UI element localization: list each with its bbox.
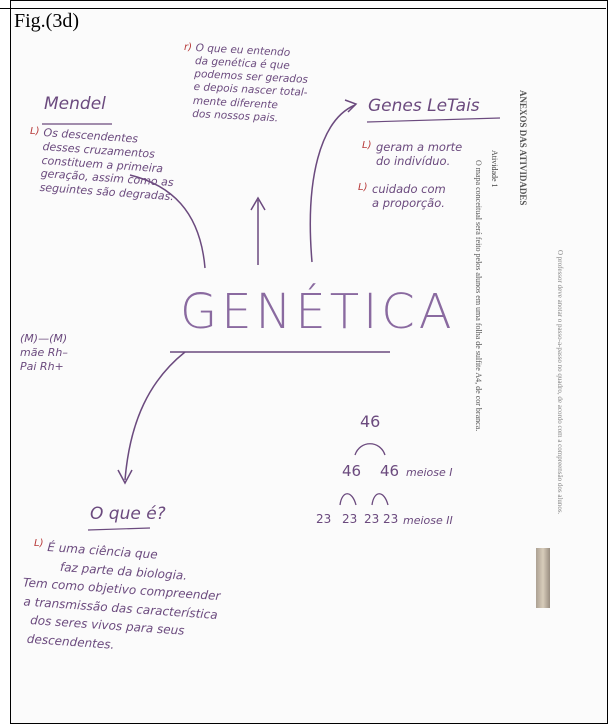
meiosis-branch-left <box>340 494 356 505</box>
top-note-marker: r) <box>184 42 192 55</box>
meiosis-label-2: meiose II <box>403 514 453 528</box>
meiosis-mid-left: 46 <box>342 462 361 481</box>
genes-underline <box>367 118 500 122</box>
genes-line: geram a morte <box>376 140 462 154</box>
center-title: GENÉTICA <box>180 282 456 342</box>
line-to-genes <box>310 105 355 262</box>
genes-line: a proporção. <box>372 196 446 210</box>
meiosis-branch-right <box>372 494 388 505</box>
mendel-marker: L) <box>30 126 39 139</box>
genes-title: Genes LeTais <box>368 96 480 117</box>
oque-title: O que é? <box>90 504 166 525</box>
left-small-notes: (M)—(M) mãe Rh– Pai Rh+ <box>20 332 68 373</box>
meiosis-bottom-4: 23 <box>383 512 398 527</box>
meiosis-mid-right: 46 <box>380 462 399 481</box>
genes-line: do indivíduo. <box>376 154 462 168</box>
mendel-title: Mendel <box>44 94 106 115</box>
left-small-line: mãe Rh– <box>20 346 68 360</box>
meiosis-label-1: meiose I <box>406 466 453 480</box>
mendel-body: Os descendentes desses cruzamentos const… <box>39 126 178 204</box>
meiosis-top: 46 <box>360 412 380 432</box>
meiosis-bottom-2: 23 <box>342 512 357 527</box>
left-small-line: (M)—(M) <box>20 332 68 346</box>
top-note: O que eu entendo da genética é que podem… <box>192 42 310 127</box>
genes-item-2: cuidado com a proporção. <box>372 182 446 211</box>
meiosis-branch-top <box>355 444 385 455</box>
line-to-oque <box>125 352 185 480</box>
genes-line: cuidado com <box>372 182 446 196</box>
left-small-line: Pai Rh+ <box>20 360 68 374</box>
genes-marker-1: L) <box>362 140 371 153</box>
genes-item-1: geram a morte do indivíduo. <box>376 140 462 169</box>
meiosis-bottom-1: 23 <box>316 512 331 527</box>
oque-body: É uma ciência que faz parte da biologia.… <box>40 538 223 662</box>
genes-marker-2: L) <box>358 182 367 195</box>
meiosis-bottom-3: 23 <box>364 512 379 527</box>
oque-underline <box>88 528 150 530</box>
oque-marker: L) <box>34 538 43 551</box>
